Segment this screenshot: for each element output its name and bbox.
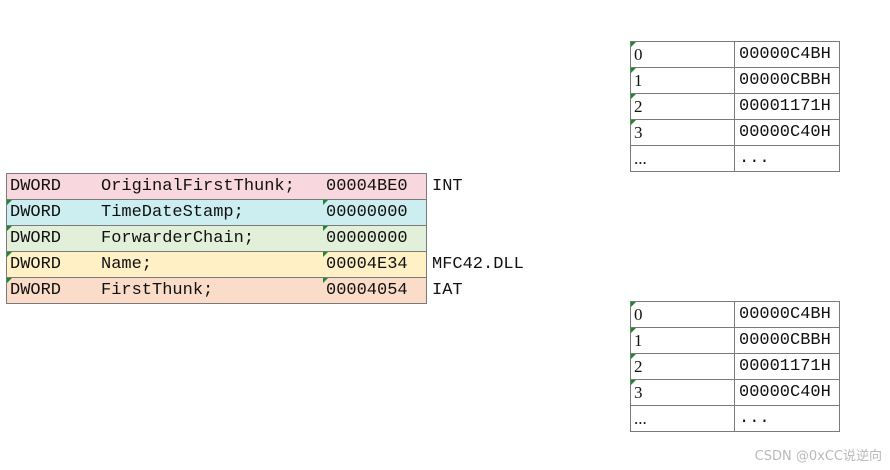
thunk-row: ... ... — [630, 405, 840, 432]
int-thunk-table: 0 00000C4BH 1 00000CBBH 2 00001171H 3 00… — [630, 41, 840, 172]
thunk-index: 2 — [630, 353, 735, 380]
thunk-value: ... — [734, 145, 840, 172]
field-type: DWORD — [6, 277, 100, 304]
field-note: MFC42.DLL — [426, 251, 525, 278]
thunk-value: 00000C40H — [734, 119, 840, 146]
struct-row-first-thunk: DWORD FirstThunk; 00004054 IAT — [6, 277, 525, 304]
thunk-index: 1 — [630, 67, 735, 94]
thunk-index: 2 — [630, 93, 735, 120]
struct-row-time-date-stamp: DWORD TimeDateStamp; 00000000 — [6, 199, 525, 226]
field-type: DWORD — [6, 251, 100, 278]
thunk-value: 00000C40H — [734, 379, 840, 406]
thunk-row: 2 00001171H — [630, 353, 840, 380]
thunk-index: 3 — [630, 119, 735, 146]
field-value: 00004BE0 — [323, 173, 427, 200]
thunk-row: 3 00000C40H — [630, 379, 840, 406]
field-name: Name; — [100, 251, 323, 278]
thunk-index: 3 — [630, 379, 735, 406]
thunk-index: 0 — [630, 41, 735, 68]
watermark: CSDN @0xCC说逆向 — [754, 449, 882, 464]
thunk-value: ... — [734, 405, 840, 432]
field-type: DWORD — [6, 225, 100, 252]
thunk-value: 00001171H — [734, 353, 840, 380]
thunk-value: 00000C4BH — [734, 41, 840, 68]
thunk-value: 00000C4BH — [734, 301, 840, 328]
field-value: 00004E34 — [323, 251, 427, 278]
thunk-row: 1 00000CBBH — [630, 327, 840, 354]
field-value: 00000000 — [323, 199, 427, 226]
field-value: 00004054 — [323, 277, 427, 304]
thunk-value: 00000CBBH — [734, 327, 840, 354]
field-name: TimeDateStamp; — [100, 199, 323, 226]
struct-row-forwarder-chain: DWORD ForwarderChain; 00000000 — [6, 225, 525, 252]
iat-thunk-table: 0 00000C4BH 1 00000CBBH 2 00001171H 3 00… — [630, 301, 840, 432]
field-type: DWORD — [6, 199, 100, 226]
import-descriptor-table: DWORD OriginalFirstThunk; 00004BE0 INT D… — [6, 173, 525, 304]
field-type: DWORD — [6, 173, 100, 200]
thunk-row: 0 00000C4BH — [630, 41, 840, 68]
struct-row-name: DWORD Name; 00004E34 MFC42.DLL — [6, 251, 525, 278]
thunk-row: 1 00000CBBH — [630, 67, 840, 94]
thunk-index: 1 — [630, 327, 735, 354]
thunk-index: ... — [630, 405, 735, 432]
field-note: IAT — [426, 277, 525, 304]
field-value: 00000000 — [323, 225, 427, 252]
struct-row-original-first-thunk: DWORD OriginalFirstThunk; 00004BE0 INT — [6, 173, 525, 200]
thunk-row: 3 00000C40H — [630, 119, 840, 146]
field-note — [426, 199, 525, 226]
field-note: INT — [426, 173, 525, 200]
thunk-row: ... ... — [630, 145, 840, 172]
thunk-value: 00000CBBH — [734, 67, 840, 94]
field-name: OriginalFirstThunk; — [100, 173, 323, 200]
field-name: ForwarderChain; — [100, 225, 323, 252]
field-name: FirstThunk; — [100, 277, 323, 304]
thunk-index: 0 — [630, 301, 735, 328]
thunk-value: 00001171H — [734, 93, 840, 120]
thunk-row: 0 00000C4BH — [630, 301, 840, 328]
thunk-index: ... — [630, 145, 735, 172]
field-note — [426, 225, 525, 252]
thunk-row: 2 00001171H — [630, 93, 840, 120]
